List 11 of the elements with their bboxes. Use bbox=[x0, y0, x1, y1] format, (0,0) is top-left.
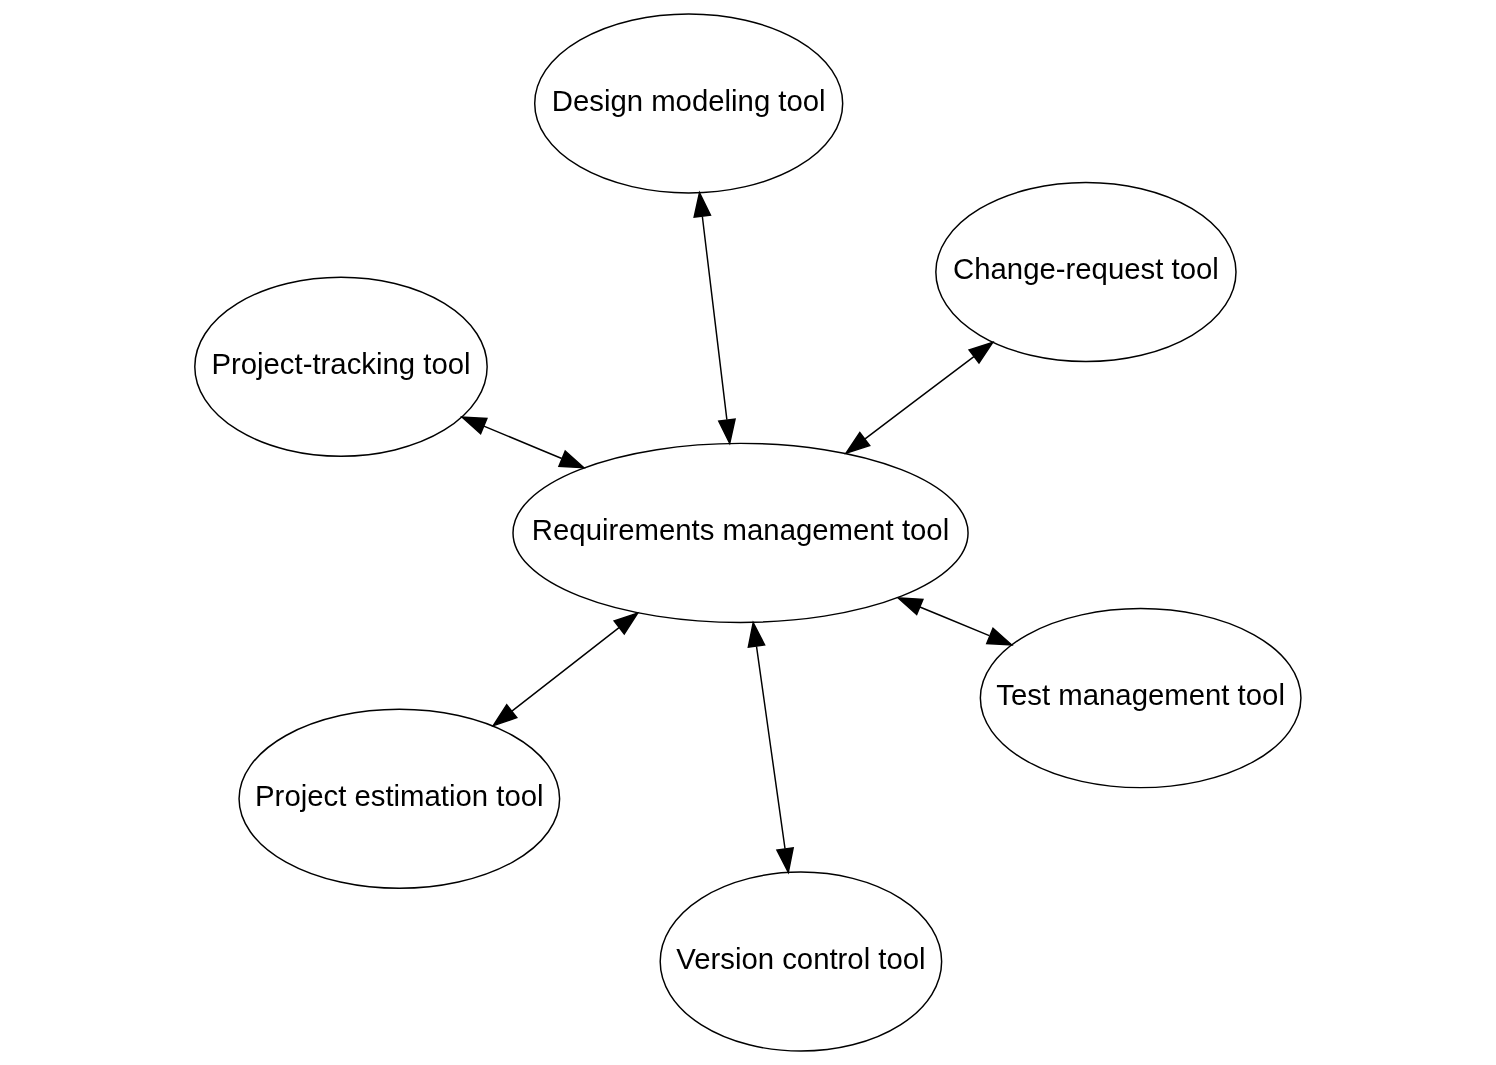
arrow bbox=[747, 620, 795, 875]
node-ellipse: Version control tool bbox=[659, 871, 943, 1052]
node-ellipse: Design modeling tool bbox=[533, 13, 844, 194]
arrow bbox=[491, 611, 640, 727]
node-ellipse: Requirements management tool bbox=[512, 442, 969, 624]
arrow bbox=[896, 597, 1014, 646]
arrow bbox=[460, 416, 586, 469]
arrow bbox=[844, 341, 995, 455]
arrow bbox=[693, 190, 736, 446]
node-ellipse: Project estimation tool bbox=[238, 708, 561, 890]
node-ellipse: Test management tool bbox=[979, 607, 1302, 789]
